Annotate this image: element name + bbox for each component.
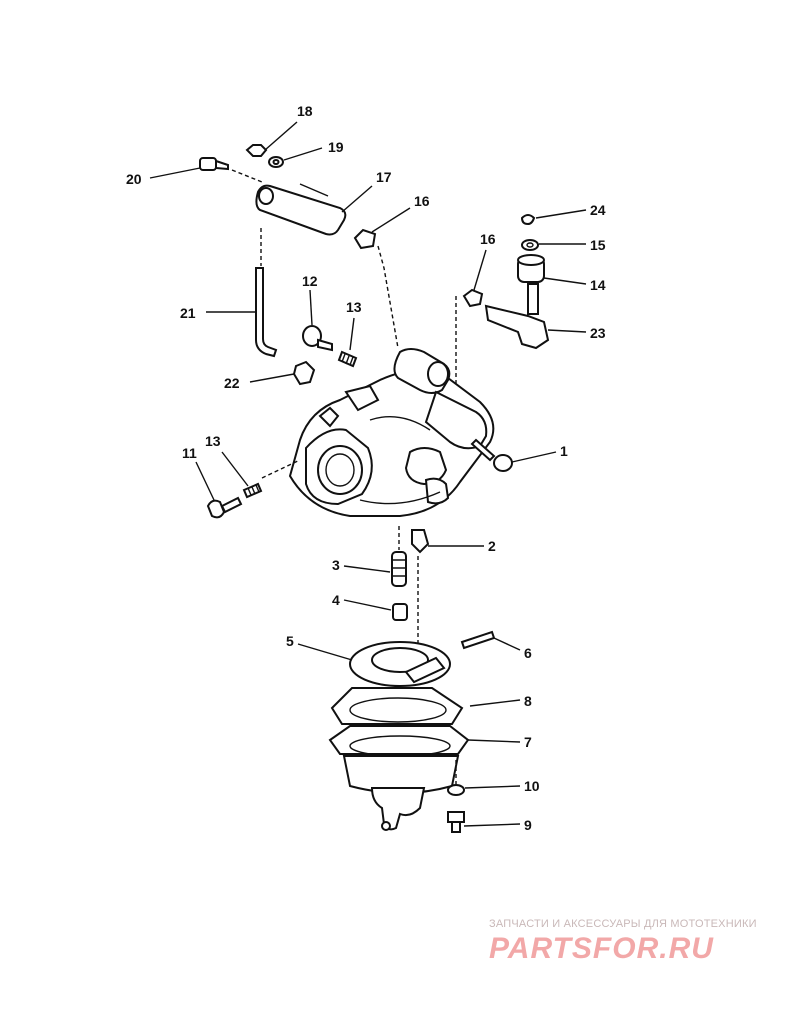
part-8-gasket — [330, 687, 521, 725]
part-11-screw — [195, 461, 243, 519]
callout-5: 5 — [286, 633, 294, 649]
part-7-float-bowl — [328, 725, 521, 831]
watermark-logo: PARTSFOR.RU — [489, 932, 714, 965]
carburetor-body — [288, 296, 495, 517]
callout-15: 15 — [590, 237, 606, 253]
callout-2: 2 — [488, 538, 496, 554]
part-22-clip — [249, 360, 316, 386]
part-6-pin — [460, 630, 521, 651]
callout-6: 6 — [524, 645, 532, 661]
callout-12: 12 — [302, 273, 318, 289]
callout-1: 1 — [560, 443, 568, 459]
part-23-lever-arm — [484, 283, 587, 350]
part-16-upper-bushing — [353, 207, 411, 349]
callout-9: 9 — [524, 817, 532, 833]
callout-16-right: 16 — [480, 231, 496, 247]
part-15-washer — [521, 239, 586, 251]
callout-3: 3 — [332, 557, 340, 573]
callout-22: 22 — [224, 375, 240, 391]
part-12-screw — [302, 289, 333, 352]
callout-17: 17 — [376, 169, 392, 185]
callout-4: 4 — [332, 592, 340, 608]
callout-18: 18 — [297, 103, 313, 119]
callout-21: 21 — [180, 305, 196, 321]
part-19-washer — [268, 147, 323, 168]
part-24-clip — [520, 209, 587, 226]
part-9-drain-screw — [447, 811, 521, 833]
callout-11: 11 — [182, 445, 197, 461]
callout-8: 8 — [524, 693, 532, 709]
callout-16-upper: 16 — [414, 193, 430, 209]
part-1-screw — [470, 438, 557, 472]
part-20-screw — [149, 157, 263, 183]
part-13-spring-upper — [337, 317, 358, 368]
watermark-subtitle: ЗАПЧАСТИ И АКСЕССУАРЫ ДЛЯ МОТОТЕХНИКИ — [489, 918, 757, 930]
callout-24: 24 — [590, 202, 606, 218]
callout-13-upper: 13 — [346, 299, 362, 315]
callout-23: 23 — [590, 325, 606, 341]
part-10-washer — [447, 760, 521, 796]
callout-7: 7 — [524, 734, 532, 750]
part-14-roller — [517, 254, 587, 285]
part-3-main-jet-holder — [343, 526, 407, 587]
part-4-main-jet — [343, 599, 408, 621]
part-13-spring-left — [221, 451, 301, 499]
callout-14: 14 — [590, 277, 606, 293]
part-17-link-rod — [255, 183, 373, 236]
part-5-float — [297, 641, 451, 687]
callout-19: 19 — [328, 139, 344, 155]
part-21-l-rod — [206, 228, 278, 358]
callout-10: 10 — [524, 778, 540, 794]
callout-20: 20 — [126, 171, 142, 187]
part-18-nut — [245, 121, 298, 157]
callout-13-left: 13 — [205, 433, 221, 449]
part-2-needle-valve — [411, 529, 484, 650]
part-16-right-bushing — [462, 249, 487, 308]
